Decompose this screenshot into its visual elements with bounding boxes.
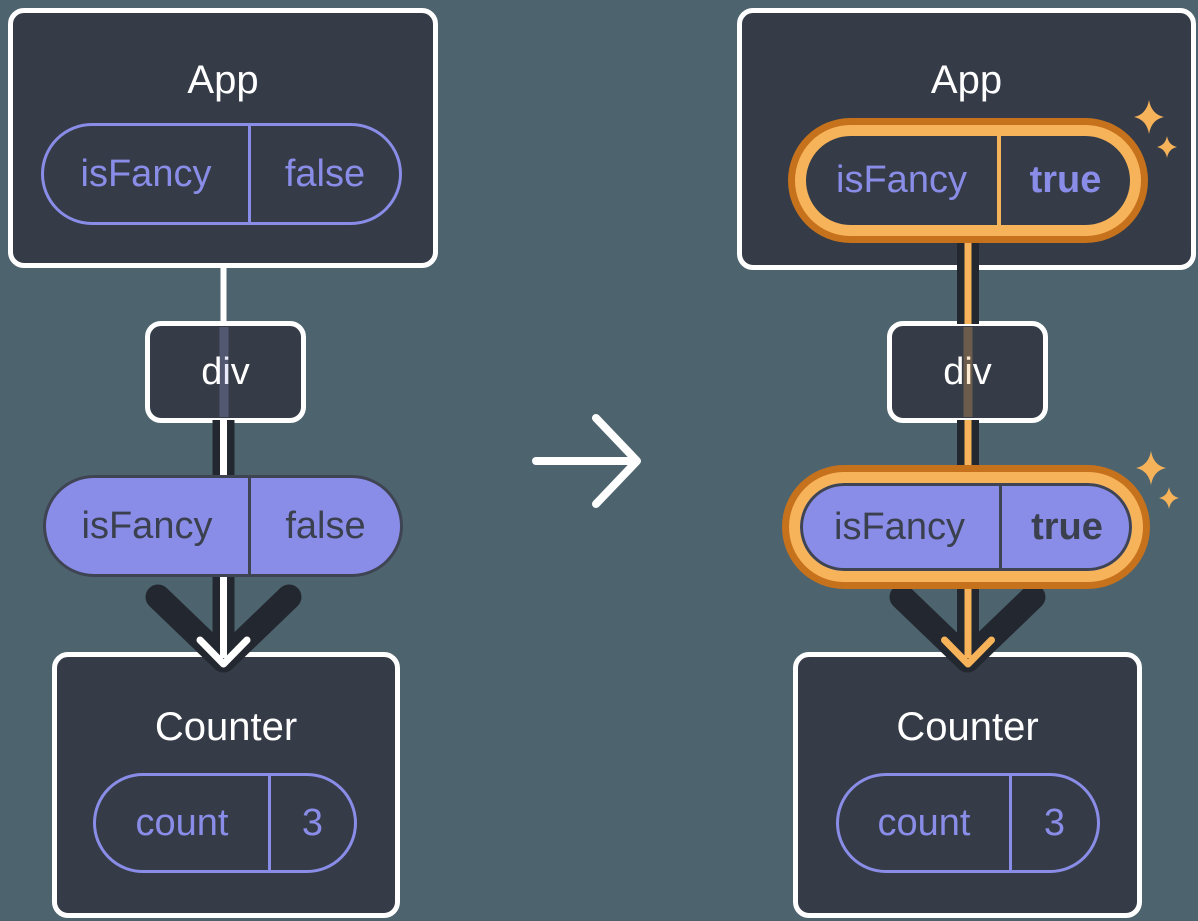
pill-divider — [997, 136, 1001, 225]
sparkle-icon — [1136, 451, 1166, 485]
pill-divider — [1009, 776, 1012, 870]
prop-flow-after — [889, 230, 1046, 673]
prop-pill-app-before: isFancy false — [41, 123, 402, 225]
state-pill-before: count 3 — [93, 773, 357, 873]
prop-value: true — [1029, 159, 1102, 201]
sparkle-group-middle — [1136, 451, 1179, 509]
state-name: count — [135, 801, 229, 844]
arrowhead-outer-icon — [889, 584, 1046, 673]
component-title: App — [930, 58, 1003, 102]
pill-divider — [999, 483, 1002, 571]
prop-value: true — [1031, 505, 1103, 548]
prop-value: false — [284, 152, 366, 195]
element-label: div — [201, 350, 250, 393]
div-card-before: div — [145, 321, 306, 423]
component-title: App — [187, 58, 259, 102]
passed-prop-pill-before: isFancy false — [43, 475, 403, 577]
state-pill-after: count 3 — [836, 773, 1100, 873]
counter-card-after: Counter — [793, 652, 1142, 918]
div-card-after: div — [887, 321, 1048, 423]
prop-name: isFancy — [81, 504, 213, 547]
pill-divider — [248, 478, 251, 574]
component-title: Counter — [896, 705, 1039, 749]
sparkle-icon — [1159, 487, 1179, 509]
prop-name: isFancy — [834, 505, 965, 548]
component-title: Counter — [154, 705, 298, 749]
pill-divider — [268, 776, 271, 870]
prop-pill-app-after: isFancy true — [795, 125, 1141, 236]
element-label: div — [943, 350, 992, 393]
prop-name: isFancy — [836, 159, 967, 201]
pill-divider — [248, 126, 251, 222]
passed-prop-pill-after: isFancy true — [789, 472, 1143, 582]
arrowhead-outer-icon — [145, 584, 302, 673]
state-value: 3 — [1043, 801, 1066, 844]
state-name: count — [877, 801, 971, 844]
prop-value: false — [285, 504, 366, 547]
transition-arrow-icon — [532, 414, 641, 508]
state-value: 3 — [301, 801, 324, 844]
prop-name: isFancy — [80, 152, 212, 195]
